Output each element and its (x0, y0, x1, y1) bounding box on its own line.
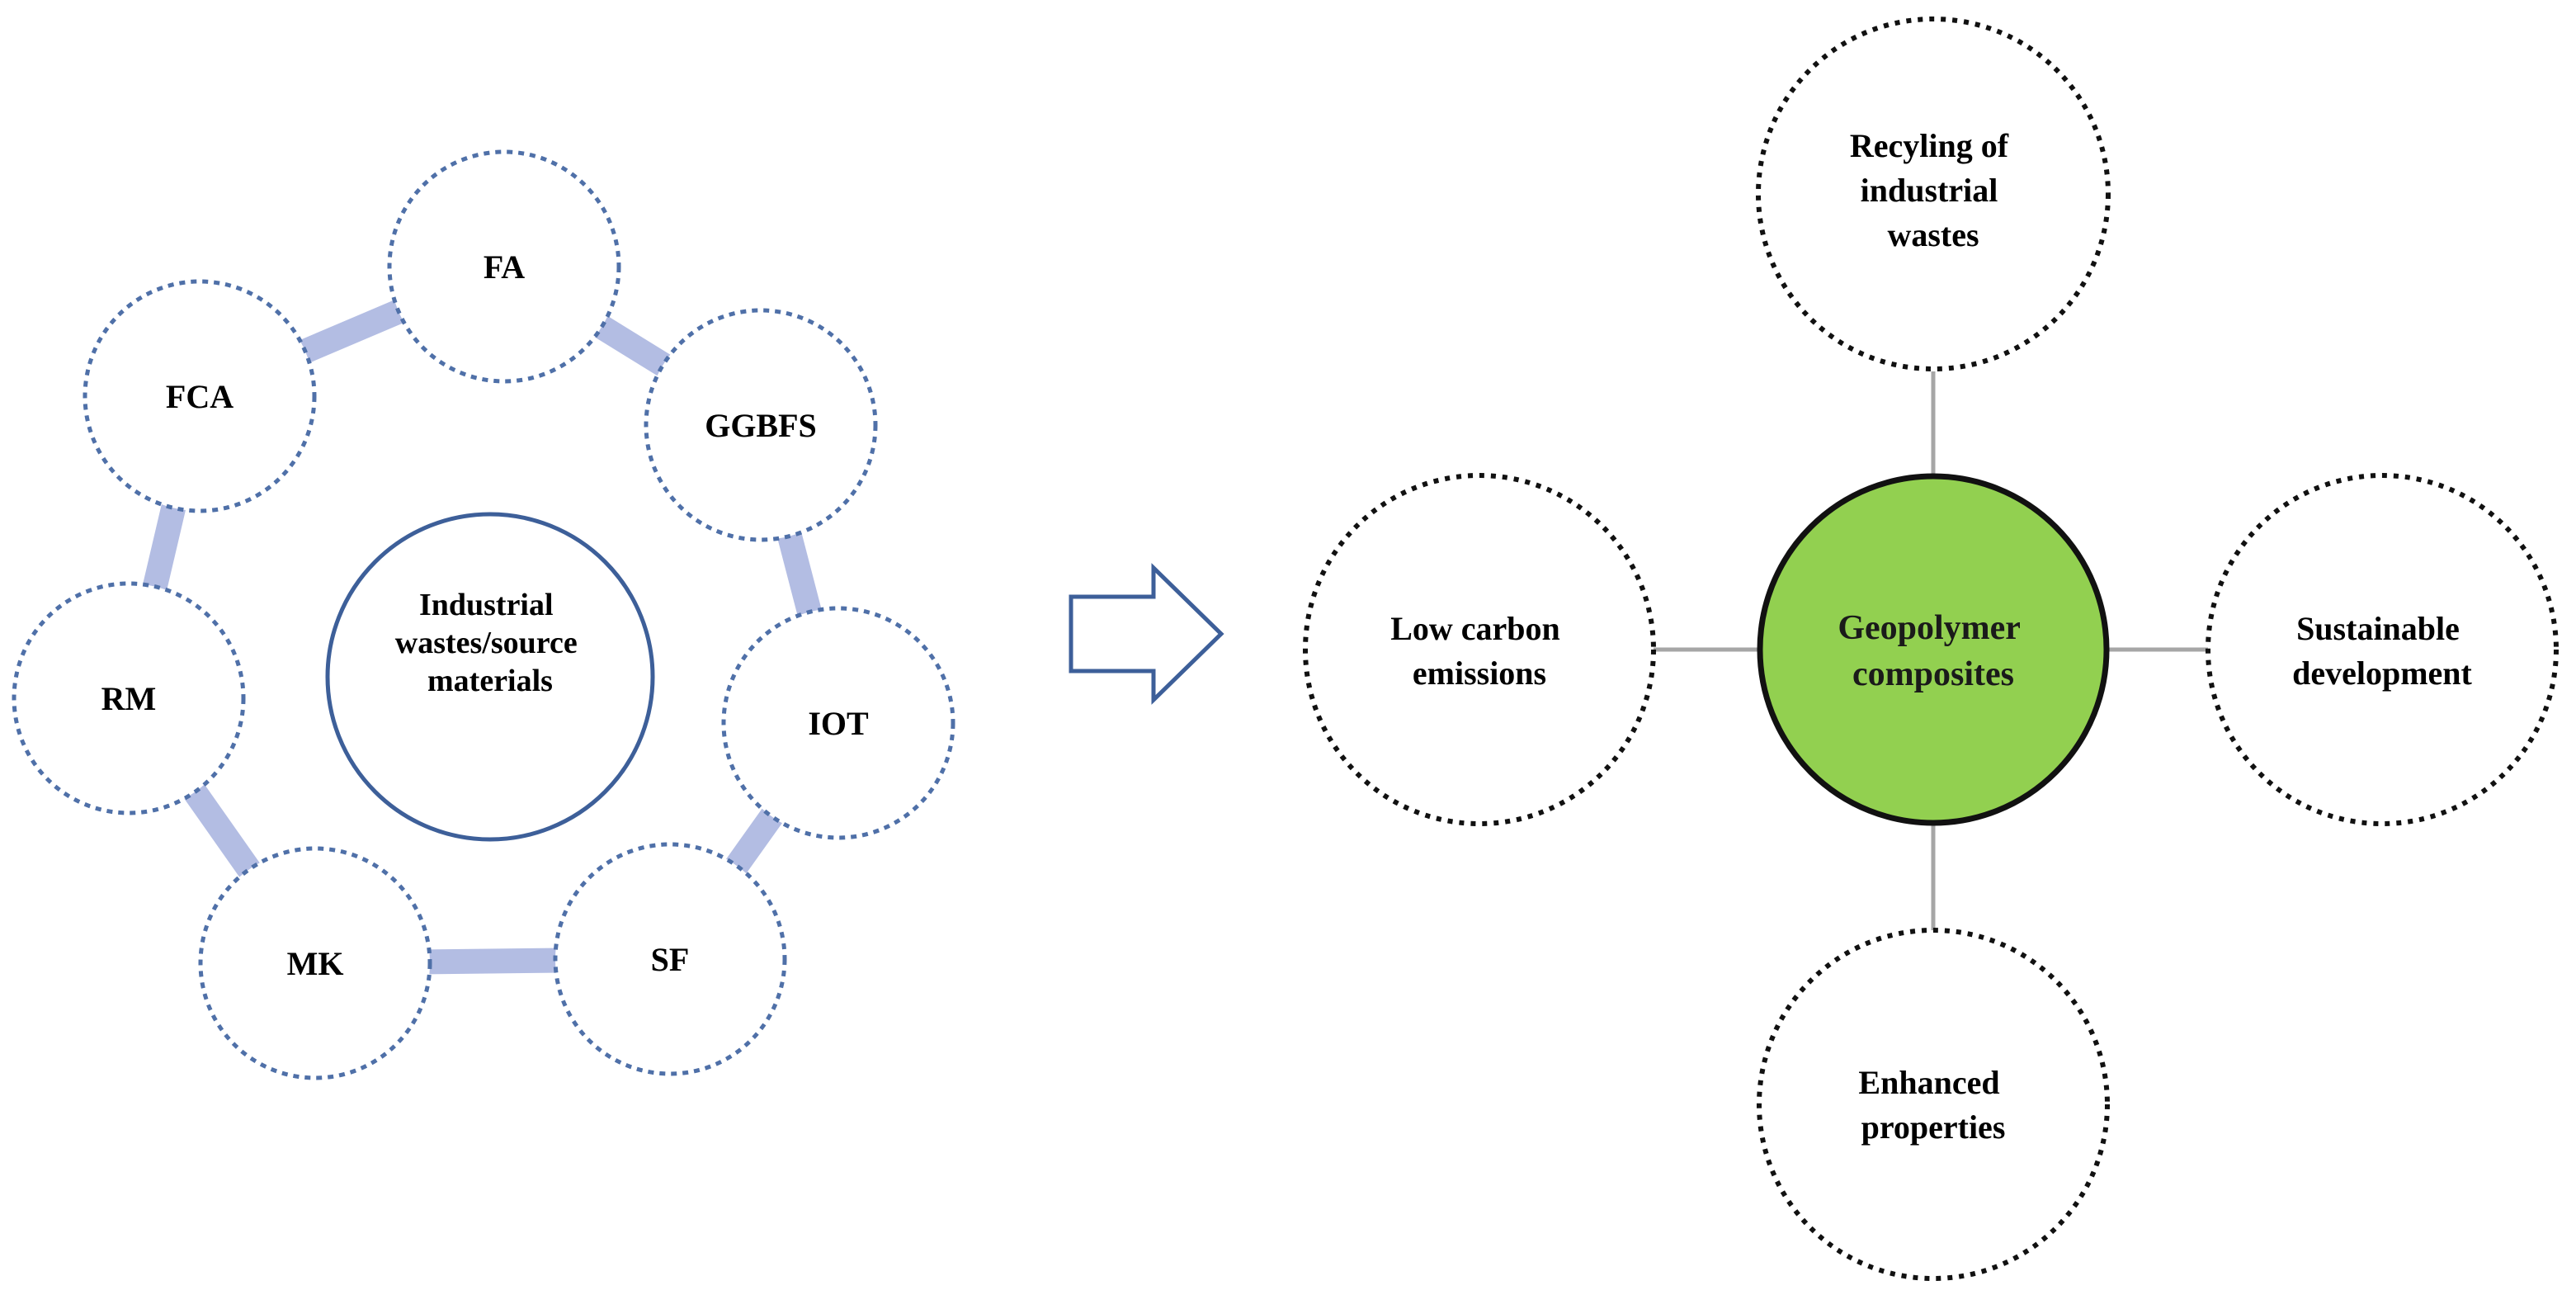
outcome-top-line-2: industrial (1861, 172, 1998, 209)
outcome-right-line-2: development (2292, 655, 2472, 692)
source-node-rm: RM (12, 581, 246, 815)
source-label-mk: MK (287, 945, 344, 982)
arrow-shape (1069, 563, 1224, 705)
outcomes-cluster: Geopolymer composites Recyling of indust… (1303, 17, 2559, 1281)
source-circle (553, 842, 787, 1076)
source-center-line-3: materials (427, 664, 553, 698)
source-circle (12, 581, 246, 815)
source-label-fa: FA (484, 248, 525, 286)
outcome-node-top: Recyling of industrial wastes (1756, 17, 2111, 371)
outcome-left-line-2: emissions (1413, 655, 1546, 692)
source-materials-cluster: Industrial wastes/source materials FA GG… (12, 149, 955, 1080)
outcome-node-left: Low carbon emissions (1303, 473, 1656, 826)
outcome-label-left: Low carbon emissions (1390, 610, 1569, 692)
outcome-circle (1756, 17, 2111, 371)
source-circle (721, 606, 955, 840)
outcome-node-bottom: Enhanced properties (1757, 928, 2110, 1281)
hub-connectors (1654, 371, 2208, 945)
hub-label: Geopolymer composites (1838, 609, 2028, 693)
outcome-label-top: Recyling of industrial wastes (1850, 127, 2017, 253)
outcome-label-right: Sustainable development (2292, 610, 2472, 692)
source-node-fa: FA (387, 149, 621, 384)
source-node-mk: MK (198, 846, 432, 1080)
outcome-right-line-1: Sustainable (2296, 610, 2460, 647)
outcome-circle (2206, 473, 2559, 826)
source-center-node: Industrial wastes/source materials (325, 512, 655, 842)
hub-node: Geopolymer composites (1757, 473, 2110, 826)
outcome-top-line-1: Recyling of (1850, 127, 2009, 164)
hub-circle-outline (1757, 473, 2110, 826)
source-node-sf: SF (553, 842, 787, 1076)
source-label-rm: RM (101, 680, 157, 717)
right-arrow-icon (1069, 563, 1224, 705)
source-circle (83, 279, 317, 513)
outcome-bottom-line-1: Enhanced (1858, 1064, 1999, 1101)
outcome-top-line-3: wastes (1887, 216, 1979, 253)
source-center-label: Industrial wastes/source materials (395, 588, 585, 698)
hub-circle (1760, 476, 2107, 823)
source-circle (387, 149, 621, 384)
source-circle (644, 308, 878, 542)
source-label-ggbfs: GGBFS (705, 407, 817, 444)
outcome-label-bottom: Enhanced properties (1858, 1064, 2007, 1146)
source-label-iot: IOT (808, 705, 869, 742)
source-center-circle (325, 512, 655, 842)
hub-label-line-1: Geopolymer (1838, 609, 2020, 647)
source-circle (198, 846, 432, 1080)
source-center-line-1: Industrial (419, 588, 554, 622)
hub-label-line-2: composites (1852, 655, 2014, 693)
source-node-fca: FCA (83, 279, 317, 513)
outcome-bottom-line-2: properties (1861, 1108, 2006, 1146)
outcome-left-line-1: Low carbon (1390, 610, 1560, 647)
source-node-iot: IOT (721, 606, 955, 840)
source-node-ggbfs: GGBFS (644, 308, 878, 542)
outcome-circle (1303, 473, 1656, 826)
source-label-fca: FCA (166, 378, 234, 415)
source-center-line-2: wastes/source (395, 626, 578, 660)
source-label-sf: SF (651, 941, 690, 978)
outcome-node-right: Sustainable development (2206, 473, 2559, 826)
outcome-circle (1757, 928, 2110, 1281)
